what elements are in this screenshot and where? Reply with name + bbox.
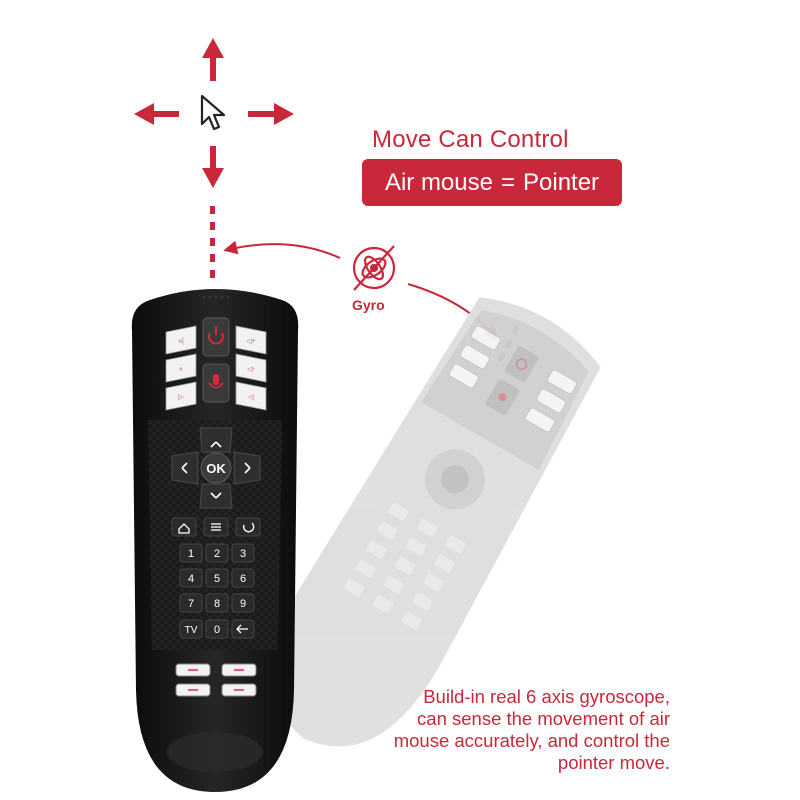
num-7-label: 7	[188, 598, 194, 610]
svg-text:◁: ◁	[248, 394, 254, 401]
ok-label: OK	[206, 461, 226, 476]
curved-arrow-left	[223, 240, 341, 259]
rewind-button[interactable]	[165, 353, 197, 383]
media-playpause-button[interactable]	[165, 325, 197, 355]
arrow-left-icon	[134, 103, 179, 125]
num-5-label: 5	[214, 573, 220, 585]
ok-button[interactable]	[200, 452, 232, 484]
volume-down-button[interactable]	[235, 353, 267, 383]
microphone-icon	[208, 374, 224, 389]
num-6-button[interactable]	[231, 568, 255, 588]
badge-equals: =	[500, 168, 515, 196]
power-icon	[208, 326, 224, 345]
num-0-label: 0	[214, 624, 220, 636]
description-line: can sense the movement of air	[417, 708, 670, 729]
tv-label: TV	[185, 625, 198, 636]
num-2-button[interactable]	[205, 543, 229, 563]
num-1-label: 1	[188, 548, 194, 560]
power-button[interactable]	[202, 317, 230, 357]
num-8-label: 8	[214, 598, 220, 610]
num-2-label: 2	[214, 548, 220, 560]
home-icon	[178, 523, 190, 534]
gyro-label: Gyro	[352, 297, 385, 313]
num-6-label: 6	[240, 573, 246, 585]
num-9-button[interactable]	[231, 593, 255, 613]
num-4-label: 4	[188, 573, 194, 585]
back-skip-button[interactable]	[165, 381, 197, 411]
home-button[interactable]	[171, 517, 197, 537]
mute-button[interactable]	[235, 381, 267, 411]
svg-text:◁+: ◁+	[246, 338, 255, 345]
num-3-label: 3	[240, 548, 246, 560]
num-5-button[interactable]	[205, 568, 229, 588]
dotted-line-vertical	[210, 206, 215, 278]
description-line: Build-in real 6 axis gyroscope,	[423, 686, 670, 707]
description: Build-in real 6 axis gyroscope, can sens…	[330, 686, 670, 774]
num-0-button[interactable]	[205, 619, 229, 639]
arrow-right-icon	[248, 103, 294, 125]
menu-icon	[211, 523, 221, 531]
num-1-button[interactable]	[179, 543, 203, 563]
svg-text:«: «	[179, 366, 183, 373]
badge-left: Air mouse	[384, 168, 493, 196]
return-icon	[242, 522, 255, 533]
dpad-up-button[interactable]	[199, 427, 233, 453]
svg-text:◁-: ◁-	[247, 366, 255, 373]
arrow-left-small-icon	[236, 624, 248, 634]
svg-text:»|: »|	[178, 338, 184, 345]
gyro-icon	[352, 245, 396, 291]
back-button[interactable]	[235, 517, 261, 537]
mouse-pointer-icon	[200, 94, 226, 131]
dpad-right-button[interactable]	[233, 451, 261, 485]
air-mouse-badge: Air mouse = Pointer	[362, 159, 622, 206]
badge-right: Pointer	[523, 168, 600, 196]
num-3-button[interactable]	[231, 543, 255, 563]
svg-text:▷: ▷	[178, 394, 184, 401]
num-9-label: 9	[240, 598, 246, 610]
dpad-left-button[interactable]	[171, 451, 199, 485]
num-7-button[interactable]	[179, 593, 203, 613]
num-8-button[interactable]	[205, 593, 229, 613]
heading: Move Can Control	[372, 126, 569, 153]
arrow-down-icon	[202, 146, 224, 188]
description-line: mouse accurately, and control the	[393, 730, 670, 751]
tv-button[interactable]	[179, 619, 203, 639]
description-line: pointer move.	[557, 752, 670, 773]
dpad: OK	[171, 427, 261, 509]
arrow-up-icon	[202, 38, 224, 81]
volume-up-button[interactable]	[235, 325, 267, 355]
num-4-button[interactable]	[179, 568, 203, 588]
dpad-down-button[interactable]	[199, 483, 233, 509]
